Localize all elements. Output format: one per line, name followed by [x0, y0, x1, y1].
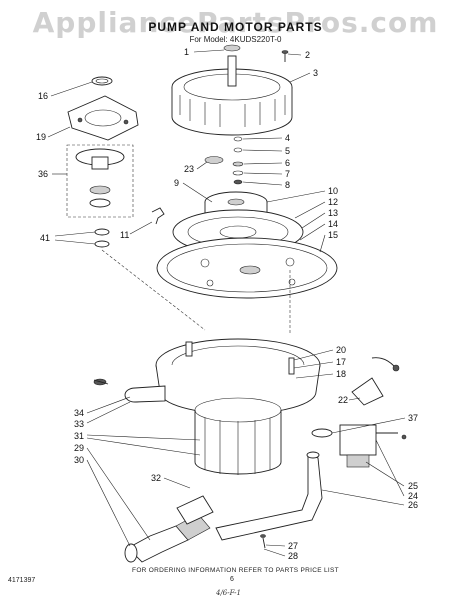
ordering-note: FOR ORDERING INFORMATION REFER TO PARTS …: [132, 567, 339, 574]
hose-connector-34: [93, 378, 166, 403]
callout-33: 33: [74, 419, 84, 429]
callout-5: 5: [285, 146, 290, 156]
callout-10: 10: [328, 186, 338, 196]
callout-9: 9: [174, 178, 179, 188]
callout-16: 16: [38, 91, 48, 101]
callout-8: 8: [285, 180, 290, 190]
callout-2: 2: [305, 50, 310, 60]
pump-housing: [155, 338, 321, 475]
callout-1: 1: [184, 47, 189, 57]
callout-30: 30: [74, 455, 84, 465]
callout-22: 22: [338, 395, 348, 405]
callout-19: 19: [36, 132, 46, 142]
callout-28: 28: [288, 551, 298, 561]
callout-13: 13: [328, 208, 338, 218]
callout-31: 31: [74, 431, 84, 441]
callout-24: 24: [408, 491, 418, 501]
callout-18: 18: [336, 369, 346, 379]
bracket-32: [176, 495, 214, 525]
motor-assembly: [171, 44, 293, 136]
callout-29: 29: [74, 443, 84, 453]
callout-14: 14: [328, 219, 338, 229]
callout-15: 15: [328, 230, 338, 240]
callout-25: 25: [408, 481, 418, 491]
page-number: 6: [230, 576, 234, 583]
callout-37: 37: [408, 413, 418, 423]
callout-41: 41: [40, 233, 50, 243]
callout-34: 34: [74, 408, 84, 418]
callout-12: 12: [328, 197, 338, 207]
small-shaft-parts: [232, 136, 244, 185]
screw-27-28: [260, 534, 266, 549]
document-number: 4171397: [8, 577, 36, 584]
callout-23: 23: [184, 164, 194, 174]
callout-7: 7: [285, 169, 290, 179]
guide-line: [101, 249, 206, 331]
handwritten-note: 4/6-F-1: [216, 589, 241, 597]
clamp-37: [311, 428, 333, 438]
diagram-title: PUMP AND MOTOR PARTS: [148, 20, 323, 34]
callout-36: 36: [38, 169, 48, 179]
seal-assembly-36: [66, 144, 134, 218]
seal-washer-23: [204, 156, 224, 164]
switch-assembly-25: [339, 424, 407, 468]
model-subtitle: For Model: 4KUDS220T-0: [189, 35, 282, 44]
callout-20: 20: [336, 345, 346, 355]
gasket-ring-16: [91, 76, 113, 86]
callout-11: 11: [120, 230, 129, 240]
mounting-bracket-19: [67, 95, 139, 141]
callout-32: 32: [151, 473, 161, 483]
motor-screw: [281, 50, 289, 62]
callout-6: 6: [285, 158, 290, 168]
callout-3: 3: [313, 68, 318, 78]
clip-11: [151, 207, 165, 225]
check-valve-29: [124, 513, 211, 563]
callout-27: 27: [288, 541, 298, 551]
callout-26: 26: [408, 500, 418, 510]
callout-4: 4: [285, 133, 290, 143]
base-plate: [156, 237, 338, 299]
callout-17: 17: [336, 357, 346, 367]
washers-41: [94, 228, 110, 248]
leader-lines: [47, 49, 406, 557]
drain-hose-26: [215, 451, 323, 541]
